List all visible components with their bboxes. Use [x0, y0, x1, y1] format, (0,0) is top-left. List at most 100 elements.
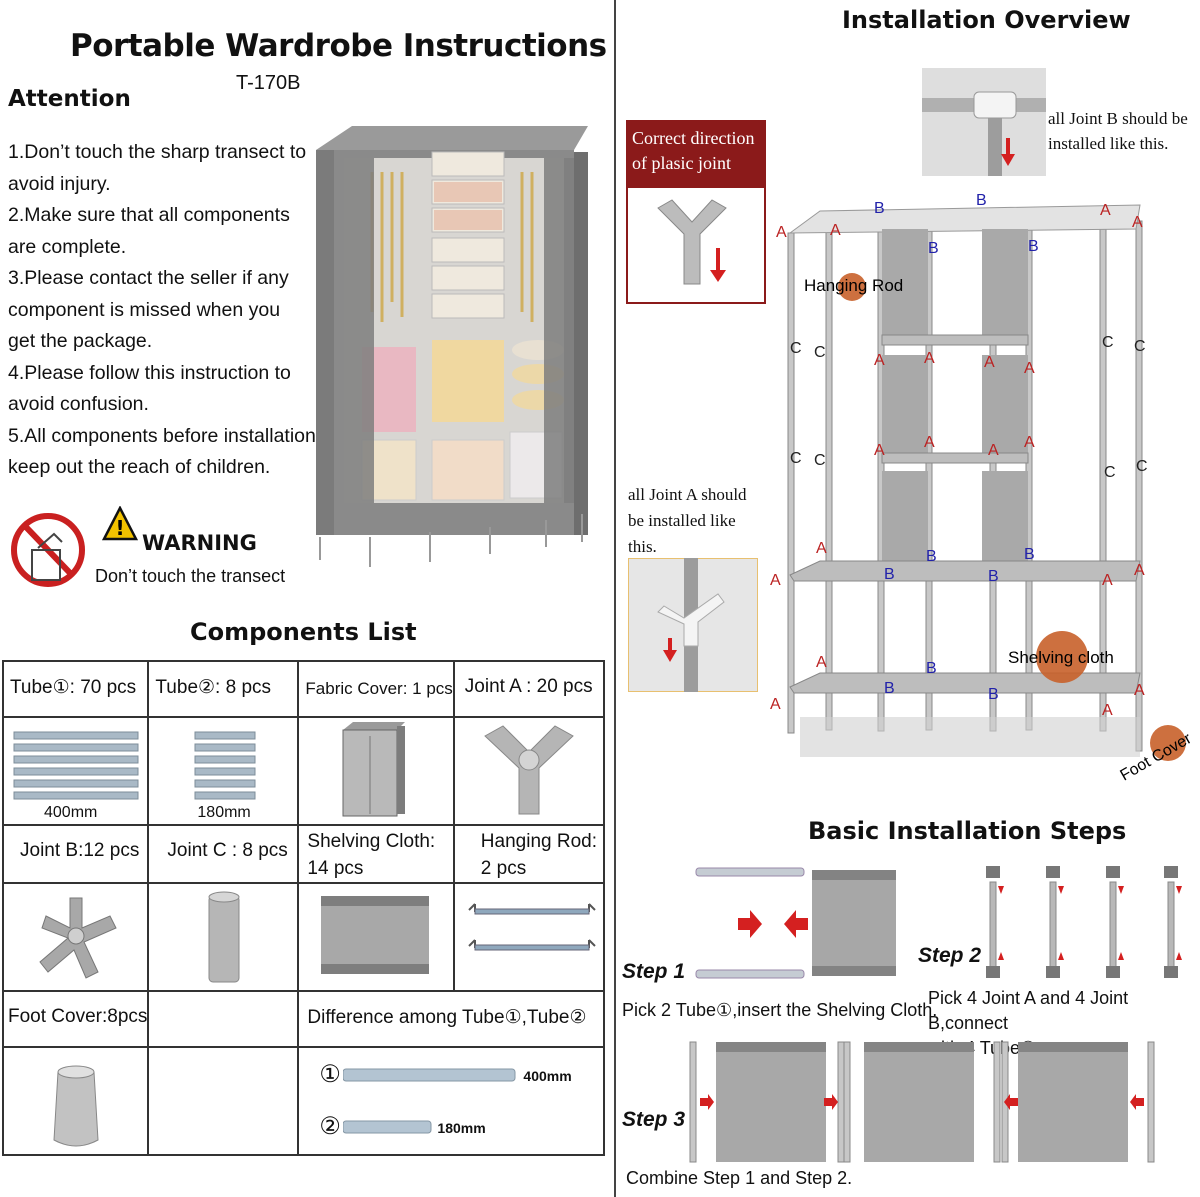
- joint-a-photo: [628, 558, 758, 692]
- component-cell: [1, 882, 150, 992]
- shelving-cloth-label: Shelving cloth: [1008, 648, 1114, 667]
- point-label-b: B: [926, 660, 937, 677]
- joint-a-note-line-3: this.: [628, 537, 657, 556]
- component-cell: [297, 882, 455, 992]
- attention-line: 2.Make sure that all components: [8, 204, 290, 226]
- warning-triangle-icon: !: [102, 506, 138, 541]
- component-cell: [297, 716, 455, 826]
- step-2-text-line-1: Pick 4 Joint A and 4 Joint B,connect: [928, 988, 1129, 1033]
- down-arrow-icon: [1001, 154, 1015, 166]
- attention-line: avoid injury.: [8, 172, 111, 195]
- attention-line: get the package.: [8, 330, 153, 352]
- tube2-image: [194, 731, 256, 800]
- no-touch-icon: [11, 513, 85, 587]
- tube2-label: Tube②: 8 pcs: [155, 677, 272, 698]
- hanging-rod-label: Hanging Rod:: [480, 831, 597, 852]
- joint-c-image: [208, 891, 240, 983]
- point-label-a: A: [830, 222, 841, 239]
- tube1-diff-length: 400mm: [523, 1068, 572, 1084]
- attention-line: 1.Don’t touch the sharp transect to: [8, 141, 307, 163]
- tube1-image: [13, 731, 139, 800]
- point-label-a: A: [1100, 202, 1111, 219]
- step-3-label: Step 3: [622, 1108, 686, 1131]
- attention-heading: Attention: [8, 86, 131, 112]
- point-label-b: B: [988, 686, 999, 703]
- components-table: Tube①: 70 pcs Tube②: 8 pcs Fabric Cover:…: [1, 660, 605, 1156]
- tube1-marker: ①: [319, 1061, 341, 1088]
- joint-direction-image: [657, 199, 727, 285]
- attention-line: 5.All components before installation: [8, 424, 316, 447]
- point-label-b: B: [1024, 546, 1035, 563]
- component-cell: Foot Cover:8pcs: [1, 990, 150, 1048]
- component-cell: Tube①: 70 pcs: [1, 660, 150, 718]
- point-label-b: B: [988, 568, 999, 585]
- warning-text: Don’t touch the transect: [95, 566, 286, 586]
- step-2-diagram: [986, 866, 1182, 978]
- point-label-c: C: [814, 452, 826, 469]
- component-cell: [147, 1046, 300, 1156]
- point-label-c: C: [790, 450, 802, 467]
- attention-line: avoid confusion.: [8, 393, 149, 415]
- point-label-b: B: [884, 566, 895, 583]
- point-label-c: C: [790, 340, 802, 357]
- correct-direction-banner: Correct direction of plasic joint: [628, 122, 764, 188]
- component-cell: Shelving Cloth: 14 pcs: [297, 824, 455, 884]
- tube-difference-label: Difference among Tube①,Tube②: [307, 1007, 587, 1028]
- step-1-label: Step 1: [622, 960, 686, 983]
- tube2-marker: ②: [319, 1113, 341, 1140]
- shelving-cloth-image: [321, 896, 430, 974]
- point-label-a: A: [924, 434, 935, 451]
- component-cell: [452, 882, 605, 992]
- wardrobe-illustration: [316, 126, 588, 567]
- tube1-long-bar: [343, 1068, 516, 1082]
- point-label-a: A: [924, 350, 935, 367]
- point-label-c: C: [1104, 464, 1116, 481]
- tube2-length: 180mm: [197, 804, 251, 821]
- point-label-a: A: [1102, 702, 1113, 719]
- point-label-a: A: [1132, 214, 1143, 231]
- component-cell: Fabric Cover: 1 pcs: [297, 660, 455, 718]
- fabric-cover-label: Fabric Cover: 1 pcs: [305, 679, 453, 698]
- point-label-a: A: [776, 224, 787, 241]
- correct-direction-box: Correct direction of plasic joint: [626, 120, 766, 304]
- component-cell: 400mm: [1, 716, 150, 826]
- attention-line: are complete.: [8, 235, 127, 258]
- component-cell: 180mm: [147, 716, 300, 826]
- tube1-length: 400mm: [44, 804, 98, 821]
- component-cell: Hanging Rod: 2 pcs: [452, 824, 605, 884]
- point-label-b: B: [884, 680, 895, 697]
- attention-line: component is missed when you: [8, 298, 281, 321]
- point-label-a: A: [1134, 682, 1145, 699]
- point-label-a: A: [874, 352, 885, 369]
- joint-b-note-line-1: all Joint B should be: [1048, 109, 1188, 128]
- point-label-a: A: [984, 354, 995, 371]
- step-3-text: Combine Step 1 and Step 2.: [626, 1168, 853, 1188]
- tube1-label: Tube①: 70 pcs: [10, 677, 137, 698]
- components-heading: Components List: [190, 618, 417, 646]
- point-label-a: A: [874, 442, 885, 459]
- joint-c-label: Joint C : 8 pcs: [167, 840, 288, 861]
- point-label-a: A: [770, 572, 781, 589]
- component-cell: [1, 1046, 150, 1156]
- point-label-c: C: [1102, 334, 1114, 351]
- point-label-a: A: [988, 442, 999, 459]
- overview-heading: Installation Overview: [842, 6, 1131, 34]
- component-cell: [452, 716, 605, 826]
- joint-b-label: Joint B:12 pcs: [20, 840, 140, 861]
- joint-b-photo: [922, 68, 1046, 176]
- right-arrow-icon: [738, 910, 762, 938]
- shelving-cloth-label: Shelving Cloth:: [307, 831, 436, 852]
- shelving-cloth-count: 14 pcs: [307, 858, 364, 879]
- model-number: T-170B: [236, 72, 301, 94]
- foot-cover-image: [53, 1065, 99, 1147]
- point-label-c: C: [814, 344, 826, 361]
- hanging-rod-count: 2 pcs: [480, 858, 527, 879]
- point-label-b: B: [926, 548, 937, 565]
- attention-list: 1.Don’t touch the sharp transect to avoi…: [8, 137, 316, 484]
- component-cell: Difference among Tube①,Tube②: [297, 990, 605, 1048]
- left-arrow-icon: [784, 910, 808, 938]
- point-label-b: B: [976, 192, 987, 209]
- point-label-b: B: [874, 200, 885, 217]
- attention-line: 3.Please contact the seller if any: [8, 267, 289, 289]
- joint-b-image: [39, 897, 117, 979]
